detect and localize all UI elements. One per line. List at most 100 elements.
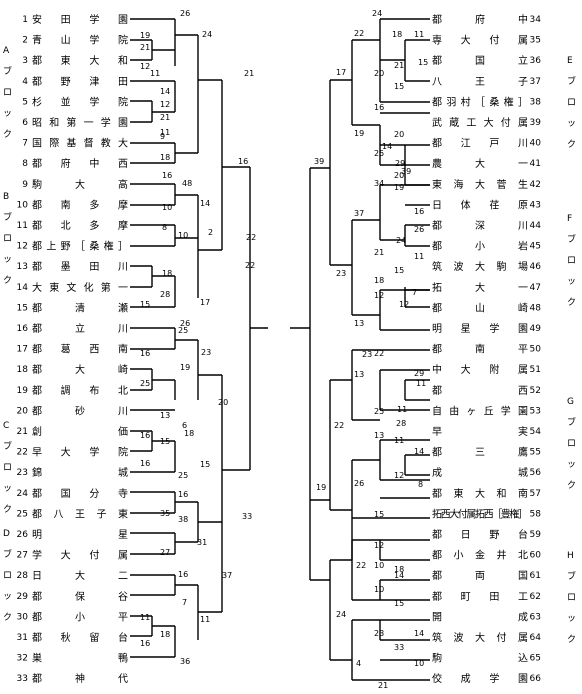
- match-score: 11: [200, 615, 210, 624]
- team-name: 都 小 岩: [432, 240, 528, 253]
- match-score: 16: [140, 639, 150, 648]
- block-label: ロ: [3, 234, 12, 244]
- match-score: 27: [160, 548, 170, 557]
- team-number: 38: [530, 97, 542, 107]
- match-score: 15: [200, 460, 210, 469]
- match-score: 22: [246, 233, 256, 242]
- match-score: 12: [399, 300, 409, 309]
- team-name: 拓 大 一: [432, 281, 528, 294]
- team-number: 62: [530, 592, 541, 602]
- team-name: 都 砂 川: [32, 404, 128, 417]
- match-score: 15: [394, 82, 404, 91]
- team-number: 36: [530, 56, 542, 66]
- match-score: 14: [200, 199, 210, 208]
- team-number: 19: [17, 386, 29, 396]
- team-number: 66: [530, 674, 542, 684]
- block-label: ブ: [3, 440, 12, 452]
- team-name: 都上野［桑権］: [32, 240, 128, 253]
- team-name: 都 三 鷹: [432, 446, 528, 459]
- team-name: 都 南 平: [432, 343, 528, 356]
- team-number: 14: [17, 283, 29, 293]
- team-name: 青 山 学 院: [32, 34, 128, 47]
- block-label: ク: [3, 275, 12, 286]
- match-score: 19: [394, 183, 404, 192]
- match-score: 8: [162, 223, 167, 232]
- team-number: 57: [530, 489, 541, 499]
- match-score: 24: [396, 236, 406, 245]
- team-number: 48: [530, 303, 542, 313]
- match-score: 24: [336, 610, 346, 619]
- team-number: 12: [17, 242, 28, 252]
- team-name: 日 体 荏 原: [432, 199, 528, 211]
- block-label: ク: [3, 129, 12, 140]
- match-score: 2: [208, 228, 213, 237]
- team-name: 東 海 大 菅 生: [432, 178, 528, 191]
- match-score: 14: [394, 571, 404, 580]
- team-name: 駒 大 高: [32, 178, 128, 191]
- match-score: 23: [201, 348, 211, 357]
- team-number: 20: [17, 406, 29, 416]
- team-name: 中 大 附 属: [432, 363, 528, 376]
- team-name: 日 大 二: [32, 569, 128, 582]
- team-number: 15: [17, 303, 28, 313]
- match-score: 19: [316, 483, 326, 492]
- block-label: ッ: [3, 255, 12, 265]
- block-label: ッ: [567, 460, 576, 470]
- match-score: 39: [314, 157, 324, 166]
- team-number: 49: [530, 324, 542, 334]
- match-score: 19: [140, 31, 150, 40]
- team-number: 63: [530, 612, 541, 622]
- match-score: 10: [162, 203, 172, 212]
- team-number: 50: [530, 345, 542, 355]
- match-score: 21: [378, 681, 388, 690]
- match-score: 25: [374, 149, 384, 158]
- team-number: 61: [530, 571, 541, 581]
- match-score: 23: [374, 629, 384, 638]
- match-score: 18: [160, 630, 170, 639]
- team-number: 64: [530, 633, 542, 643]
- match-score: 48: [182, 179, 192, 188]
- match-score: 16: [162, 171, 172, 180]
- team-number: 51: [530, 365, 541, 375]
- match-score: 34: [374, 179, 384, 188]
- team-name: 都 北 多 摩: [32, 219, 128, 232]
- team-name: 都 府 中: [432, 13, 528, 26]
- match-score: 13: [354, 319, 364, 328]
- match-score: 17: [200, 298, 210, 307]
- match-score: 31: [197, 538, 207, 547]
- block-label: ッ: [567, 119, 576, 129]
- block-label: ブ: [3, 65, 12, 77]
- team-name: 都 八 王 子 東: [32, 507, 128, 520]
- match-score: 25: [178, 471, 188, 480]
- match-score: 6: [182, 421, 187, 430]
- match-score: 16: [178, 570, 188, 579]
- team-name: 成 城: [432, 467, 528, 479]
- team-name: 筑 波 大 駒 場: [432, 260, 528, 273]
- block-label: ク: [567, 634, 576, 645]
- match-score: 25: [140, 379, 150, 388]
- match-score: 18: [394, 565, 404, 574]
- match-score: 12: [394, 471, 404, 480]
- team-number: 22: [17, 448, 28, 458]
- team-number: 17: [17, 345, 28, 355]
- match-score: 13: [374, 431, 384, 440]
- team-number: 23: [17, 468, 28, 478]
- team-name: 筑 波 大 付 属: [432, 631, 528, 644]
- team-name: 都羽村［桑権］: [432, 95, 528, 108]
- block-label: D: [3, 529, 10, 539]
- match-score: 22: [374, 349, 384, 358]
- match-score: 20: [218, 398, 228, 407]
- team-name: 創 価: [32, 425, 128, 438]
- block-label: ク: [567, 480, 576, 491]
- match-score: 23: [362, 350, 372, 359]
- team-name: 都 深 川: [432, 220, 528, 232]
- team-name: 都 府 中 西: [32, 157, 128, 170]
- team-number: 65: [530, 654, 541, 664]
- match-score: 11: [416, 379, 426, 388]
- match-score: 10: [178, 231, 188, 240]
- team-number: 6: [22, 118, 28, 128]
- team-number: 35: [530, 36, 541, 46]
- block-label: ブ: [3, 211, 12, 223]
- match-score: 37: [354, 209, 364, 218]
